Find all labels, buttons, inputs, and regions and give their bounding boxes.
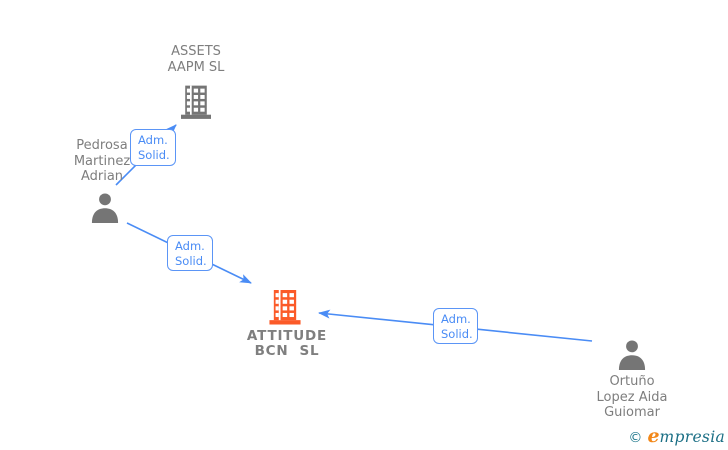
brand-name: mpresia: [659, 428, 725, 446]
person-icon[interactable]: [616, 339, 648, 370]
company-label-attitude[interactable]: ATTITUDE BCN SL: [202, 329, 372, 359]
person-label-line[interactable]: Martinez: [73, 153, 131, 169]
person-node-ortuno[interactable]: [616, 339, 648, 370]
person-label-line[interactable]: Guiomar: [604, 405, 660, 420]
company-node-assets[interactable]: [181, 85, 211, 120]
person-label-line[interactable]: Pedrosa: [76, 138, 128, 153]
edge-label-line: Solid.: [441, 326, 473, 341]
company-label-line[interactable]: ATTITUDE: [246, 328, 328, 344]
edge-label-line: Adm.: [138, 133, 168, 147]
copyright-icon: ©: [628, 430, 643, 446]
person-label-line[interactable]: Lopez Aida: [596, 389, 668, 405]
company-label-line[interactable]: BCN SL: [254, 343, 320, 359]
edge-label-line: Adm.: [175, 239, 205, 253]
person-node-pedrosa[interactable]: [89, 192, 121, 223]
person-label-ortuno[interactable]: Ortuño Lopez Aida Guiomar: [547, 374, 717, 421]
empresia-logo[interactable]: © empresia: [628, 425, 725, 447]
building-icon[interactable]: [181, 85, 211, 120]
edge-label-line: Solid.: [175, 253, 207, 268]
person-label-pedrosa[interactable]: Pedrosa Martinez Adrian: [17, 138, 187, 185]
edge-label-line: Solid.: [138, 147, 170, 162]
building-icon[interactable]: [268, 290, 302, 325]
edge-label-pedrosa-attitude: Adm. Solid.: [167, 235, 213, 271]
edge-label-pedrosa-assets: Adm. Solid.: [130, 129, 176, 166]
person-icon[interactable]: [89, 192, 121, 223]
edge-label-ortuno-attitude: Adm. Solid.: [433, 308, 478, 344]
company-label-assets[interactable]: ASSETS AAPM SL: [111, 44, 281, 75]
person-label-line[interactable]: Adrian: [80, 169, 124, 184]
company-node-attitude[interactable]: [268, 290, 302, 325]
edge-label-line: Adm.: [441, 312, 471, 326]
brand-initial: e: [647, 425, 660, 447]
person-label-line[interactable]: Ortuño: [609, 374, 655, 389]
company-label-line[interactable]: ASSETS: [171, 44, 221, 59]
company-label-line[interactable]: AAPM SL: [167, 59, 225, 75]
